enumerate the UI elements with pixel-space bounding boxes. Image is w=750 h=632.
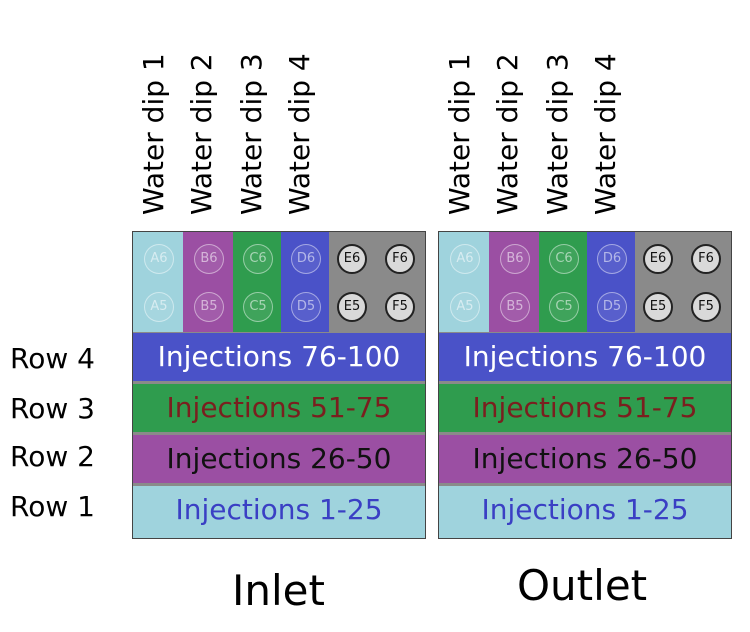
- outlet-well-f6: F6: [691, 244, 721, 274]
- row-label-2: Row 2: [10, 440, 95, 473]
- outlet-well-f5: F5: [691, 292, 721, 322]
- inlet-well-e6: E6: [337, 244, 367, 274]
- outlet-well-e6: E6: [643, 244, 673, 274]
- inlet-dip-label-1: Water dip 1: [137, 53, 170, 215]
- outlet-well-d5: D5: [597, 292, 627, 322]
- outlet-dip-label-3: Water dip 3: [541, 53, 574, 215]
- outlet-dip-label-2: Water dip 2: [491, 53, 524, 215]
- inlet-dip-label-4: Water dip 4: [283, 53, 316, 215]
- outlet-well-a6: A6: [450, 244, 480, 274]
- outlet-dip-label-1: Water dip 1: [443, 53, 476, 215]
- inlet-band-label: Injections 26-50: [166, 442, 392, 475]
- outlet-band-row-1: Injections 1-25: [439, 486, 731, 538]
- inlet-band-row-4: Injections 76-100: [133, 333, 425, 381]
- inlet-well-f5: F5: [385, 292, 415, 322]
- outlet-title: Outlet: [517, 561, 648, 610]
- inlet-well-c6: C6: [243, 244, 273, 274]
- outlet-band-label: Injections 76-100: [463, 340, 707, 373]
- inlet-well-a6: A6: [144, 244, 174, 274]
- outlet-band-label: Injections 1-25: [481, 493, 689, 526]
- inlet-dip-label-3: Water dip 3: [235, 53, 268, 215]
- outlet-tray: A6 B6 C6 D6 E6 F6 A5 B5 C5 D5 E5 F5 Inje…: [438, 231, 732, 539]
- inlet-well-a5: A5: [144, 292, 174, 322]
- inlet-tray: A6 B6 C6 D6 E6 F6 A5 B5 C5 D5 E5 F5 Inje…: [132, 231, 426, 539]
- row-label-4: Row 4: [10, 342, 95, 375]
- row-label-1: Row 1: [10, 490, 95, 523]
- inlet-band-label: Injections 76-100: [157, 340, 401, 373]
- outlet-band-row-4: Injections 76-100: [439, 333, 731, 381]
- inlet-band-label: Injections 1-25: [175, 493, 383, 526]
- outlet-well-c6: C6: [549, 244, 579, 274]
- outlet-well-c5: C5: [549, 292, 579, 322]
- outlet-band-label: Injections 51-75: [472, 391, 698, 424]
- outlet-well-e5: E5: [643, 292, 673, 322]
- inlet-well-f6: F6: [385, 244, 415, 274]
- inlet-well-c5: C5: [243, 292, 273, 322]
- outlet-dip-label-4: Water dip 4: [589, 53, 622, 215]
- outlet-band-row-2: Injections 26-50: [439, 435, 731, 483]
- inlet-dip-label-2: Water dip 2: [185, 53, 218, 215]
- outlet-band-label: Injections 26-50: [472, 442, 698, 475]
- inlet-title: Inlet: [232, 566, 325, 615]
- inlet-band-row-3: Injections 51-75: [133, 384, 425, 432]
- inlet-band-row-2: Injections 26-50: [133, 435, 425, 483]
- outlet-band-row-3: Injections 51-75: [439, 384, 731, 432]
- outlet-well-b5: B5: [500, 292, 530, 322]
- inlet-well-b6: B6: [194, 244, 224, 274]
- inlet-band-row-1: Injections 1-25: [133, 486, 425, 538]
- inlet-well-d5: D5: [291, 292, 321, 322]
- outlet-well-a5: A5: [450, 292, 480, 322]
- inlet-well-e5: E5: [337, 292, 367, 322]
- inlet-well-b5: B5: [194, 292, 224, 322]
- row-label-3: Row 3: [10, 392, 95, 425]
- outlet-well-d6: D6: [597, 244, 627, 274]
- inlet-well-d6: D6: [291, 244, 321, 274]
- outlet-well-b6: B6: [500, 244, 530, 274]
- inlet-band-label: Injections 51-75: [166, 391, 392, 424]
